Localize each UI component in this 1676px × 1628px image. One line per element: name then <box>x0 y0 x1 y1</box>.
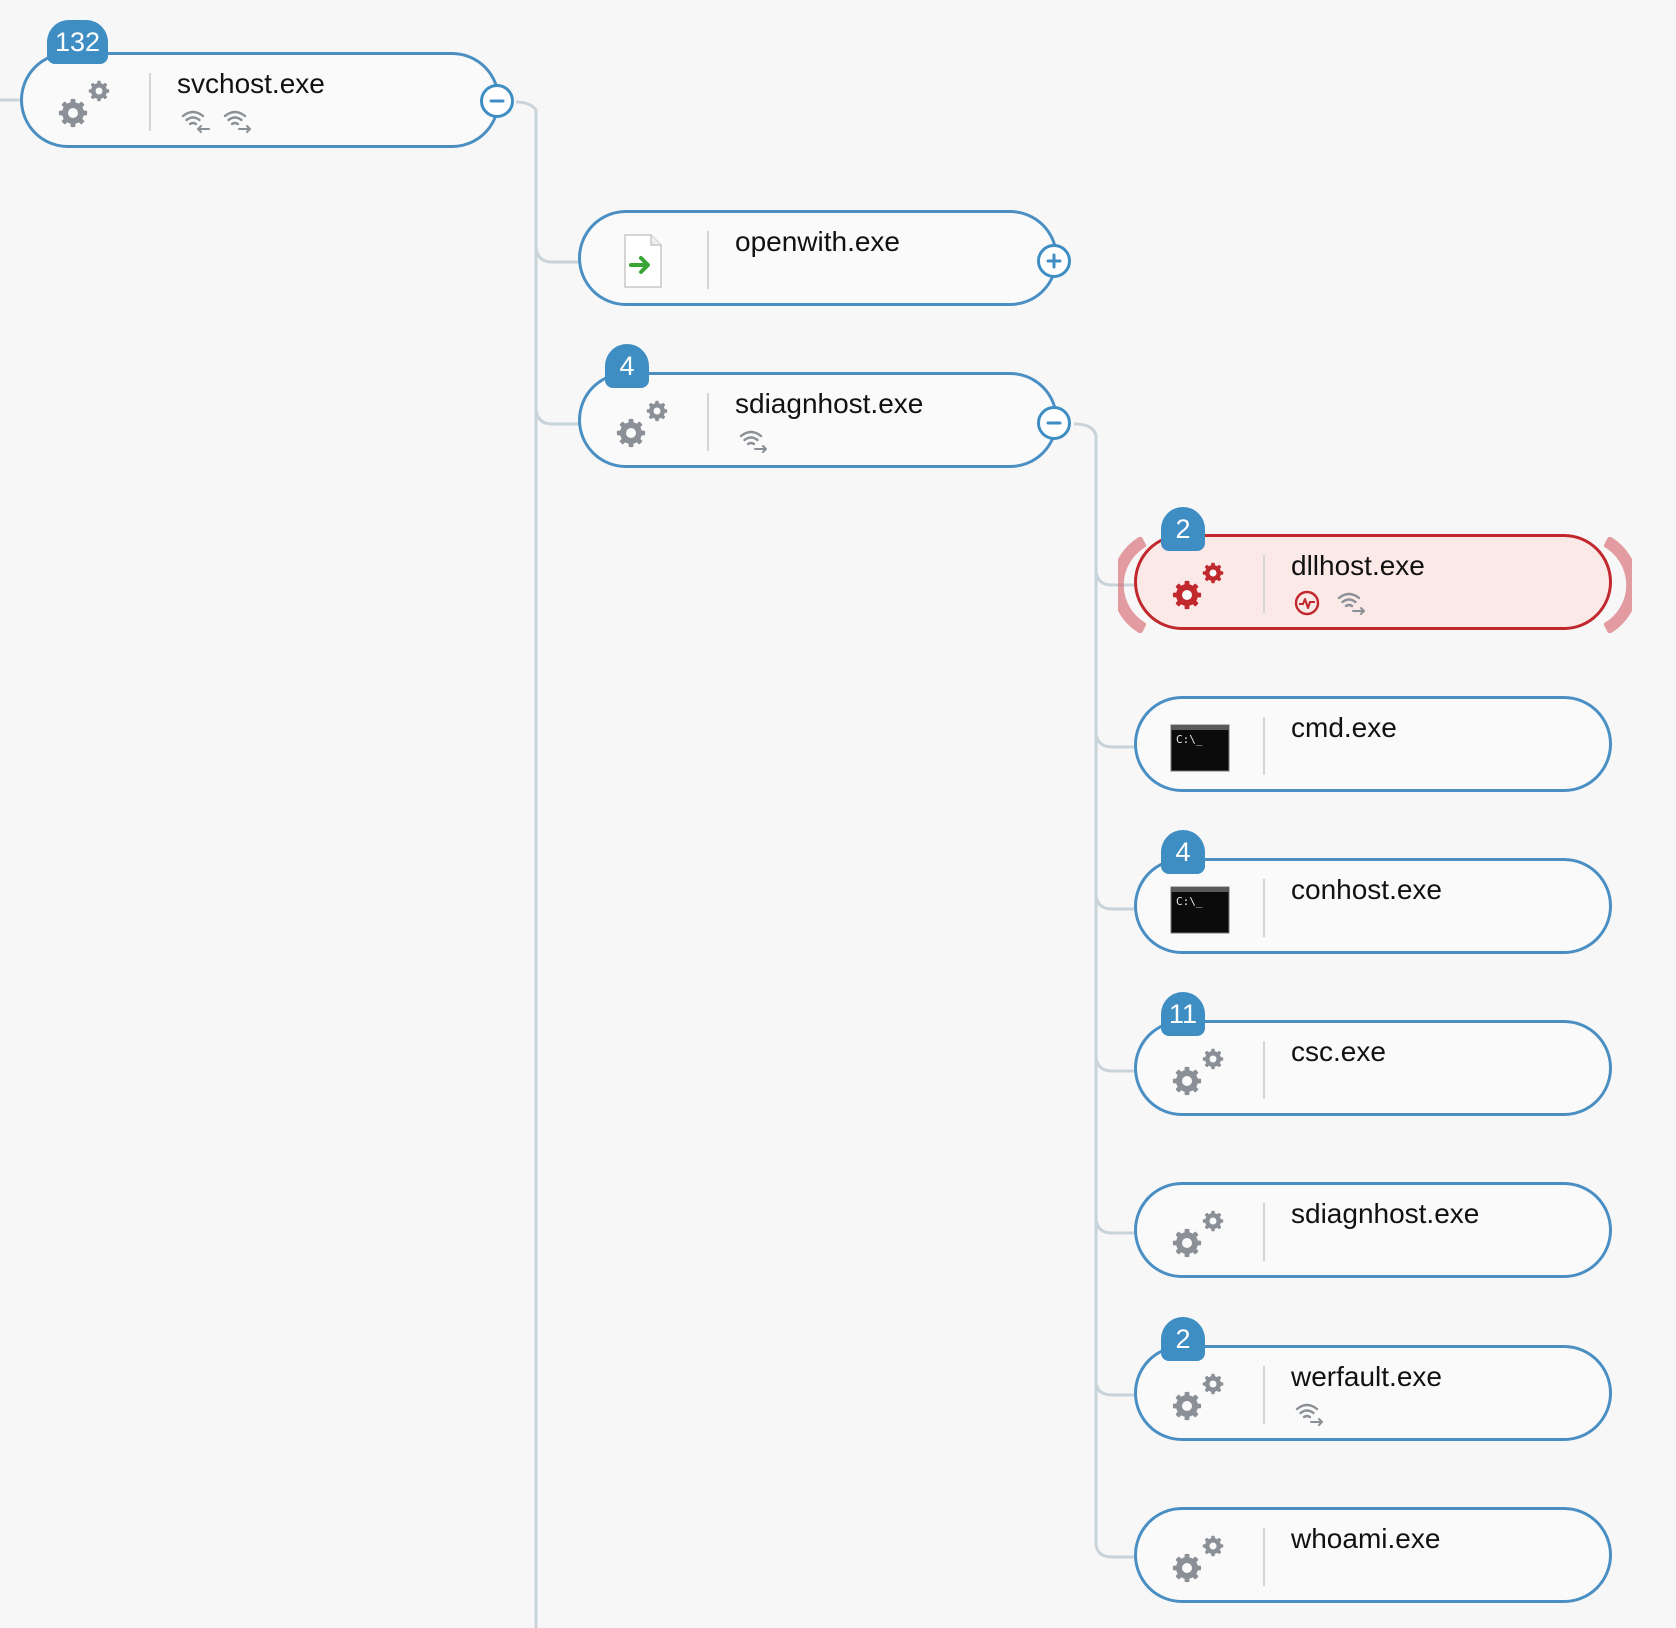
node-separator <box>1263 1041 1265 1099</box>
process-node-svchost[interactable]: svchost.exe <box>20 52 500 148</box>
connector-csc <box>1094 1057 1134 1073</box>
activity-icon <box>1293 589 1325 617</box>
gears-icon <box>55 75 117 131</box>
process-name: conhost.exe <box>1291 874 1442 905</box>
console-icon: C:\_ <box>1169 881 1231 937</box>
child-count-badge: 2 <box>1161 507 1205 551</box>
process-name: sdiagnhost.exe <box>1291 1198 1480 1229</box>
process-node-dllhost[interactable]: dllhost.exe <box>1134 534 1612 630</box>
child-count-badge: 4 <box>605 344 649 388</box>
process-name: sdiagnhost.exe <box>735 388 924 419</box>
process-node-sdiagnhost-child[interactable]: sdiagnhost.exe <box>1134 1182 1612 1278</box>
alert-pulse-left <box>1118 537 1146 633</box>
child-count-badge: 132 <box>47 20 109 64</box>
network-out-icon <box>1293 1400 1325 1428</box>
process-name: csc.exe <box>1291 1036 1386 1067</box>
node-indicators <box>737 427 769 455</box>
gears-icon <box>1169 1205 1231 1261</box>
node-separator <box>1263 717 1265 775</box>
connector-root-trunk <box>515 100 538 1628</box>
svg-text:C:\_: C:\_ <box>1176 733 1203 746</box>
child-count-badge: 2 <box>1161 1317 1205 1361</box>
expand-toggle-icon[interactable] <box>1037 244 1071 278</box>
node-indicators <box>1293 589 1367 617</box>
node-separator <box>707 393 709 451</box>
process-node-sdiagnhost[interactable]: sdiagnhost.exe <box>578 372 1058 468</box>
connector-sdiagnhost <box>534 409 580 426</box>
child-count-badge: 11 <box>1161 992 1206 1036</box>
network-out-icon <box>1335 589 1367 617</box>
connector-conhost <box>1094 895 1134 911</box>
collapse-toggle-icon[interactable] <box>480 84 514 118</box>
gears-icon <box>613 395 675 451</box>
connector-sdiagnhost-trunk <box>1073 422 1134 1559</box>
connector-sdiagnhost-child <box>1094 1219 1134 1235</box>
node-separator <box>1263 1366 1265 1424</box>
node-separator <box>1263 879 1265 937</box>
process-node-csc[interactable]: csc.exe <box>1134 1020 1612 1116</box>
process-name: svchost.exe <box>177 68 325 99</box>
process-name: werfault.exe <box>1291 1361 1442 1392</box>
node-indicators <box>179 107 253 135</box>
network-out-icon <box>221 107 253 135</box>
collapse-toggle-icon[interactable] <box>1037 406 1071 440</box>
connector-openwith <box>534 247 580 264</box>
node-indicators <box>1293 1400 1325 1428</box>
process-node-cmd[interactable]: C:\_ cmd.exe <box>1134 696 1612 792</box>
process-node-conhost[interactable]: C:\_ conhost.exe <box>1134 858 1612 954</box>
connector-dllhost <box>1094 571 1134 587</box>
process-name: cmd.exe <box>1291 712 1397 743</box>
gears-icon <box>1169 557 1231 613</box>
network-in-icon <box>179 107 211 135</box>
process-name: whoami.exe <box>1291 1523 1441 1554</box>
node-separator <box>707 231 709 289</box>
node-separator <box>1263 555 1265 613</box>
console-icon: C:\_ <box>1169 719 1231 775</box>
process-name: openwith.exe <box>735 226 901 257</box>
child-count-badge: 4 <box>1161 830 1205 874</box>
gears-icon <box>1169 1530 1231 1586</box>
gears-icon <box>1169 1368 1231 1424</box>
alert-pulse-right <box>1604 537 1632 633</box>
node-separator <box>1263 1528 1265 1586</box>
file-open-icon <box>613 233 675 289</box>
svg-text:C:\_: C:\_ <box>1176 895 1203 908</box>
process-name: dllhost.exe <box>1291 550 1425 581</box>
node-separator <box>149 73 151 131</box>
process-node-whoami[interactable]: whoami.exe <box>1134 1507 1612 1603</box>
process-node-openwith[interactable]: openwith.exe <box>578 210 1058 306</box>
process-node-werfault[interactable]: werfault.exe <box>1134 1345 1612 1441</box>
node-separator <box>1263 1203 1265 1261</box>
gears-icon <box>1169 1043 1231 1099</box>
connector-cmd <box>1094 733 1134 749</box>
network-out-icon <box>737 427 769 455</box>
connector-werfault <box>1094 1382 1134 1397</box>
